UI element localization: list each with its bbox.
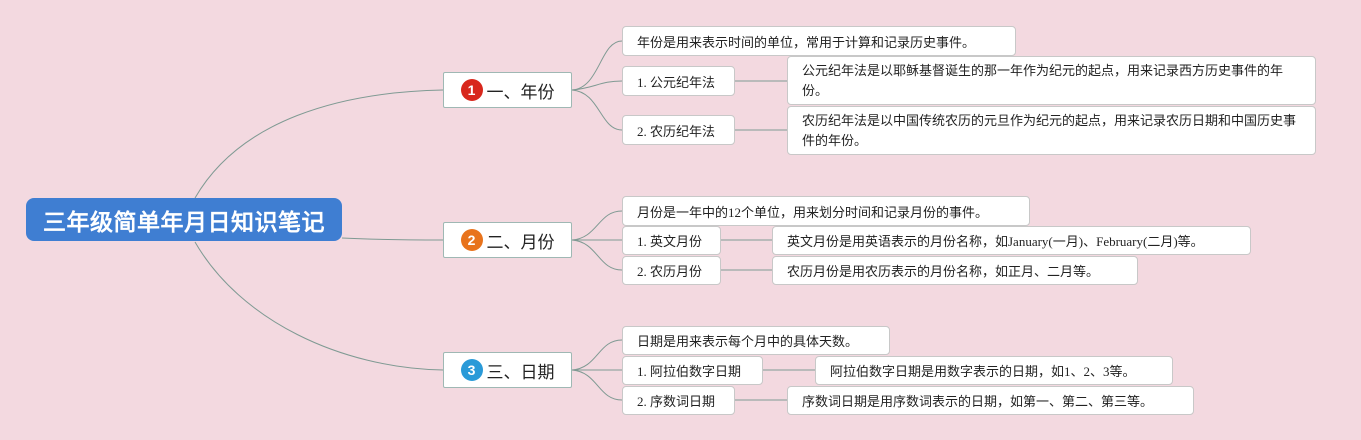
number-badge-icon: 1 [460,79,483,101]
month-item-lunar-detail[interactable]: 农历月份是用农历表示的月份名称，如正月、二月等。 [772,256,1138,285]
node-text: 2. 农历纪年法 [637,123,716,139]
date-item-arabic-detail[interactable]: 阿拉伯数字日期是用数字表示的日期，如1、2、3等。 [815,356,1173,385]
connector-root-branch-1 [194,89,444,199]
connector-root-branch-3 [194,241,444,371]
number-badge-icon: 2 [460,229,483,251]
month-item-english[interactable]: 1. 英文月份 [622,226,721,255]
connector-root-branch-2 [341,237,444,241]
year-description[interactable]: 年份是用来表示时间的单位，常用于计算和记录历史事件。 [622,26,1016,56]
node-text: 序数词日期是用序数词表示的日期，如第一、第二、第三等。 [802,394,1154,409]
number-badge-icon: 3 [460,359,483,381]
date-description[interactable]: 日期是用来表示每个月中的具体天数。 [622,326,890,355]
year-item-gregorian-detail[interactable]: 公元纪年法是以耶稣基督诞生的那一年作为纪元的起点，用来记录西方历史事件的年份。 [787,56,1316,105]
node-text: 1. 公元纪年法 [637,74,716,90]
node-text: 阿拉伯数字日期是用数字表示的日期，如1、2、3等。 [830,364,1136,379]
root-topic[interactable]: 三年级简单年月日知识笔记 [26,198,342,241]
node-text: 2. 农历月份 [637,264,703,279]
branch-year[interactable]: 1 一、年份 [443,72,572,108]
connector-b1-desc [571,40,623,91]
month-description[interactable]: 月份是一年中的12个单位，用来划分时间和记录月份的事件。 [622,196,1030,226]
branch-label: 二、月份 [486,232,555,253]
node-text: 农历月份是用农历表示的月份名称，如正月、二月等。 [787,264,1100,279]
branch-label: 一、年份 [486,82,555,103]
branch-date[interactable]: 3 三、日期 [443,352,572,388]
year-item-lunar-detail[interactable]: 农历纪年法是以中国传统农历的元旦作为纪元的起点，用来记录农历日期和中国历史事件的… [787,106,1316,155]
date-item-ordinal-detail[interactable]: 序数词日期是用序数词表示的日期，如第一、第二、第三等。 [787,386,1194,415]
year-item-gregorian[interactable]: 1. 公元纪年法 [622,66,735,96]
connector-b2-desc [571,210,623,241]
node-text: 月份是一年中的12个单位，用来划分时间和记录月份的事件。 [637,204,989,220]
connector-b2-item2 [571,239,623,271]
month-item-english-detail[interactable]: 英文月份是用英语表示的月份名称，如January(一月)、February(二月… [772,226,1251,255]
node-text: 公元纪年法是以耶稣基督诞生的那一年作为纪元的起点，用来记录西方历史事件的年份。 [802,62,1284,98]
root-title: 三年级简单年月日知识笔记 [43,209,325,236]
branch-month[interactable]: 2 二、月份 [443,222,572,258]
year-item-lunar[interactable]: 2. 农历纪年法 [622,115,735,145]
node-text: 农历纪年法是以中国传统农历的元旦作为纪元的起点，用来记录农历日期和中国历史事件的… [802,112,1297,148]
connector-b1-item2 [571,89,623,131]
connector-b1-item1 [571,80,623,91]
connector-b3-item2 [571,369,623,401]
date-item-arabic[interactable]: 1. 阿拉伯数字日期 [622,356,763,385]
date-item-ordinal[interactable]: 2. 序数词日期 [622,386,735,415]
connector-b3-desc [571,339,623,371]
node-text: 2. 序数词日期 [637,394,716,409]
node-text: 1. 阿拉伯数字日期 [637,364,742,379]
node-text: 年份是用来表示时间的单位，常用于计算和记录历史事件。 [637,34,976,50]
branch-label: 三、日期 [486,362,555,383]
node-text: 日期是用来表示每个月中的具体天数。 [637,334,859,349]
node-text: 1. 英文月份 [637,234,703,249]
month-item-lunar[interactable]: 2. 农历月份 [622,256,721,285]
node-text: 英文月份是用英语表示的月份名称，如January(一月)、February(二月… [787,234,1204,249]
